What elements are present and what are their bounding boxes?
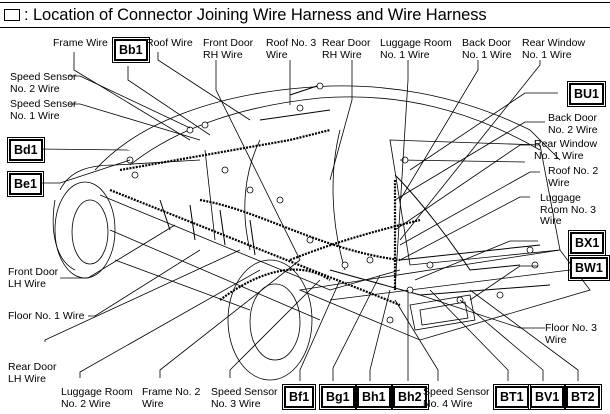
- connector-code-bx1: BX1: [567, 230, 607, 256]
- connector-code-bd1: Bd1: [7, 137, 45, 163]
- connector-code-bu1: BU1: [566, 81, 607, 107]
- harness-branches: [159, 84, 551, 296]
- diagram-title: : Location of Connector Joining Wire Har…: [24, 5, 487, 24]
- connector-code-bt1: BT1: [493, 384, 531, 410]
- label-floor-no1-wire: Floor No. 1 Wire: [8, 310, 85, 322]
- vehicle-body-outline: [52, 85, 591, 381]
- connector-code-bb1: Bb1: [112, 37, 150, 63]
- leader-lines: [37, 52, 579, 381]
- wire-harness-bundles: [109, 128, 421, 307]
- connector-code-bt2: BT2: [564, 384, 602, 410]
- connector-code-bw1: BW1: [568, 255, 610, 281]
- connector-code-be1: Be1: [7, 171, 44, 197]
- connector-code-bf1: Bf1: [281, 384, 317, 410]
- label-frame-wire: Frame Wire: [53, 37, 108, 49]
- connector-code-bg1: Bg1: [319, 384, 357, 410]
- connector-code-bh1: Bh1: [355, 384, 393, 410]
- label-roof-wire: Roof Wire: [146, 37, 193, 49]
- title-bar: : Location of Connector Joining Wire Har…: [0, 2, 610, 28]
- connector-plugs: [126, 82, 539, 324]
- connector-code-bh2: Bh2: [391, 384, 429, 410]
- connector-code-bv1: BV1: [527, 384, 567, 410]
- connector-box-icon: [4, 9, 20, 21]
